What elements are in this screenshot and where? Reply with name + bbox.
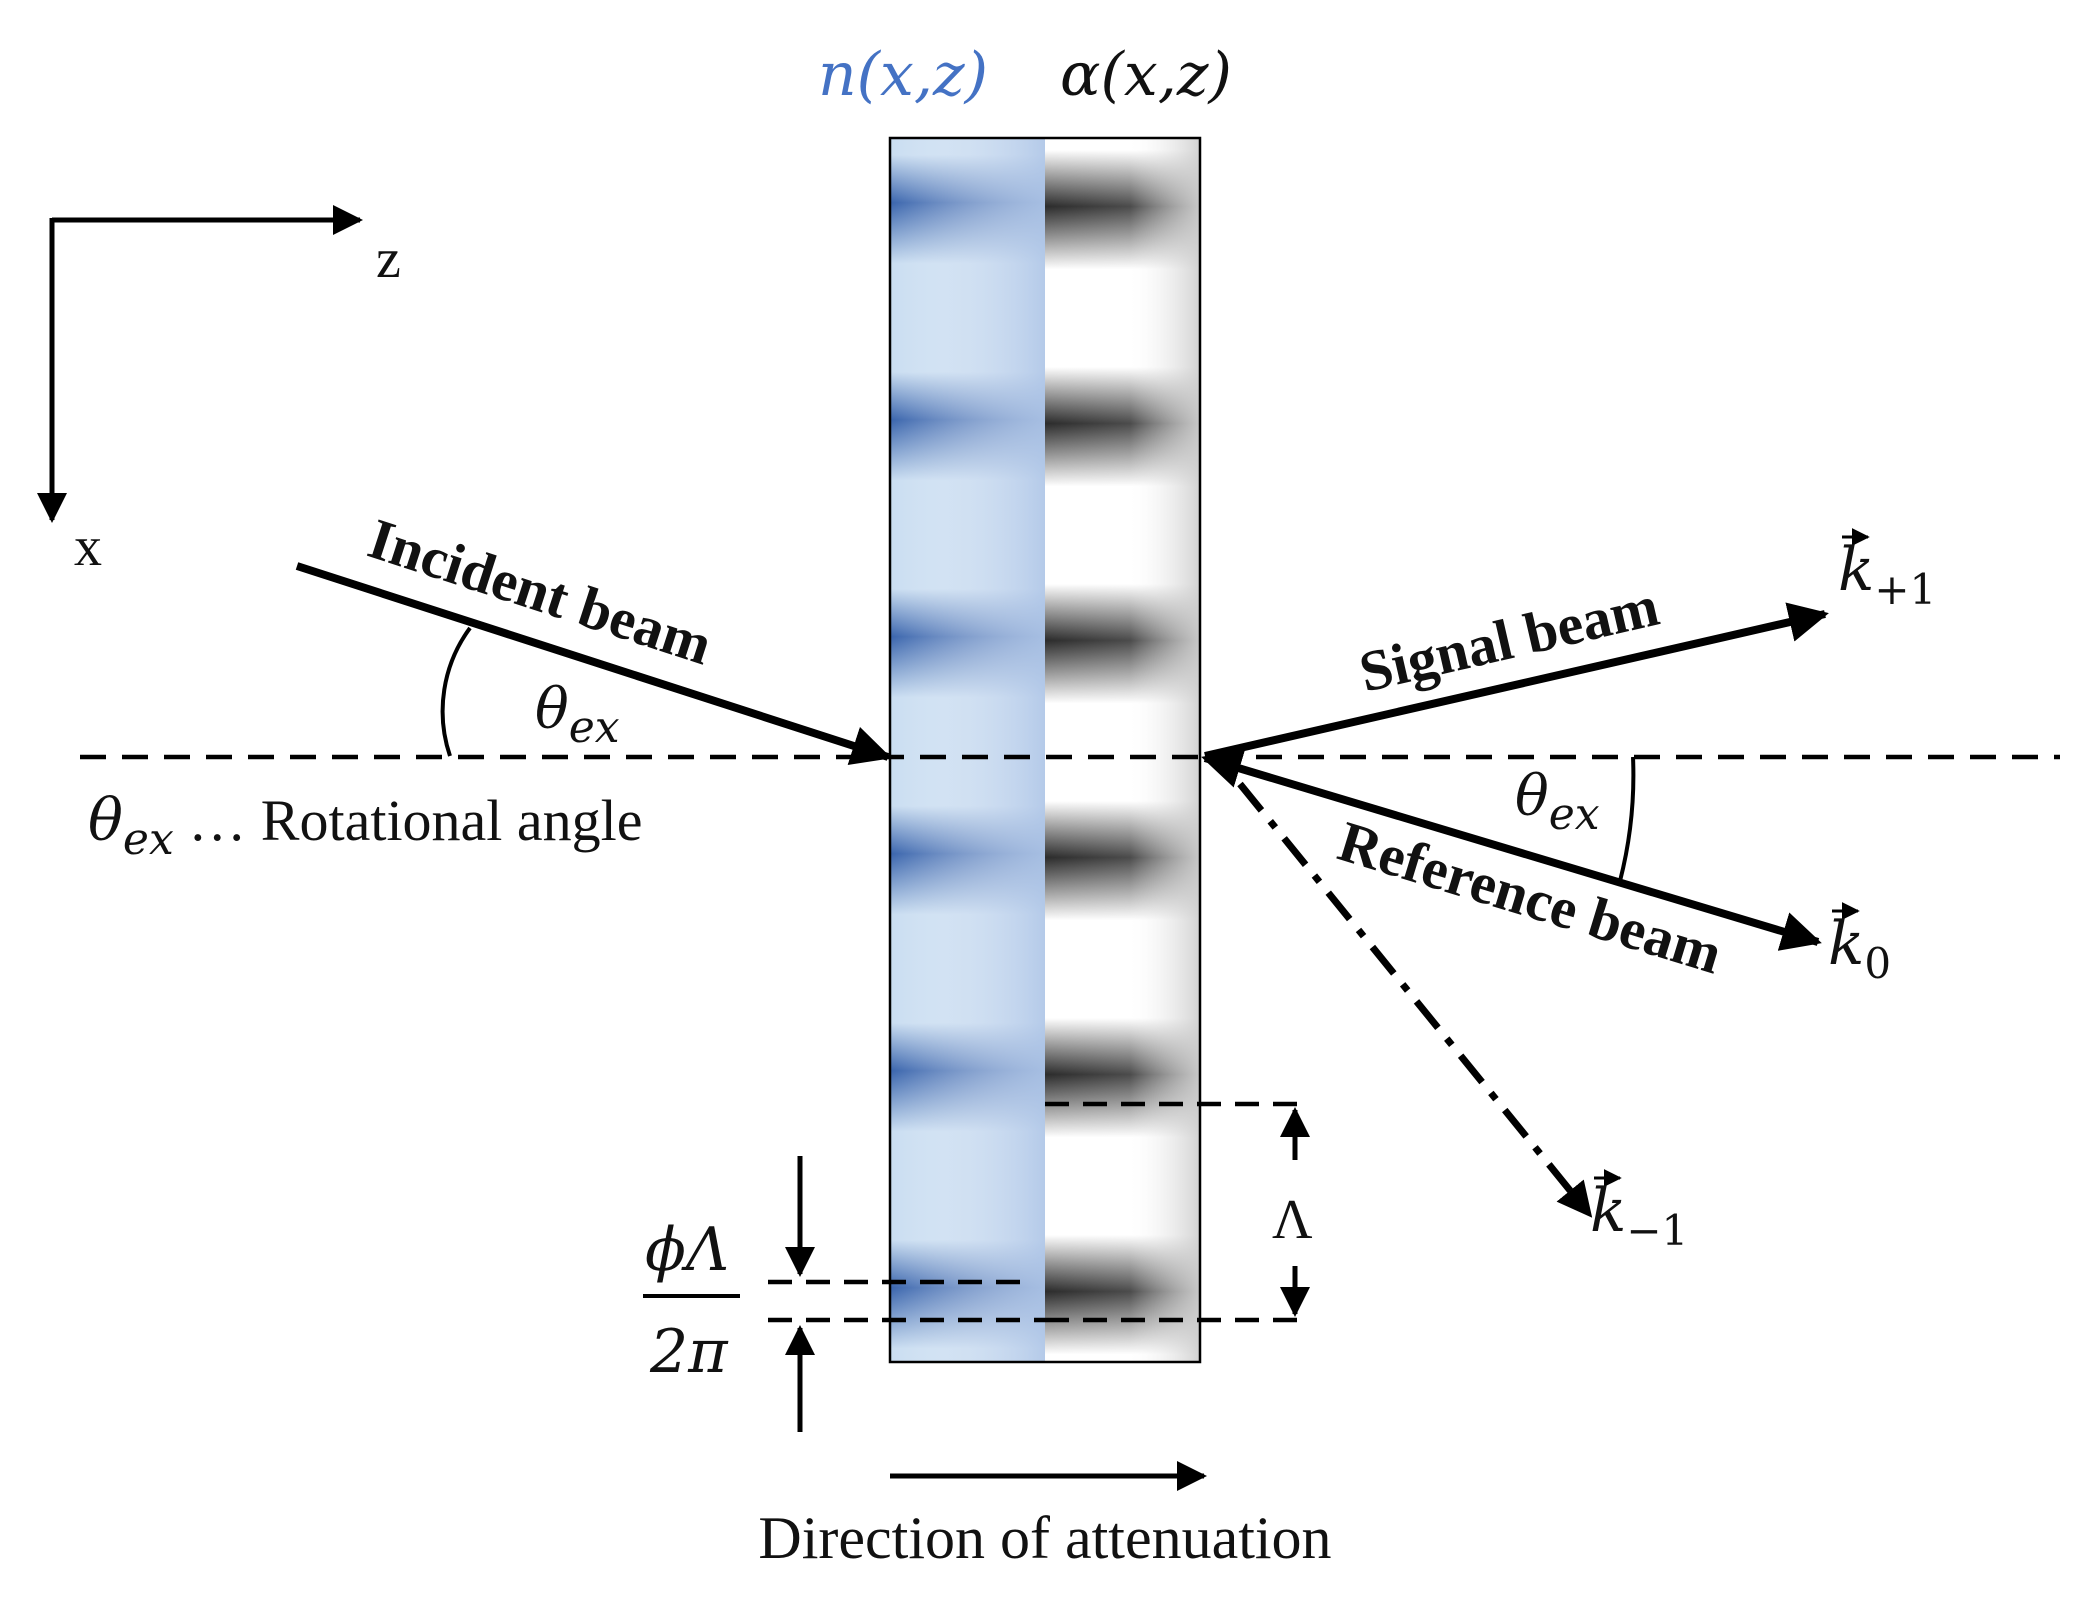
svg-text:k+1: k+1 <box>1838 535 1936 614</box>
phase-shift-numerator: ϕΛ <box>645 1215 729 1285</box>
incident-angle-arc <box>440 626 472 757</box>
rotational-angle-legend: θex … Rotational angle <box>88 786 643 865</box>
minus-first-order-arrow <box>1237 781 1593 1218</box>
coordinate-axes: z x <box>37 205 401 578</box>
absorption-label: α(x,z) <box>1060 40 1232 110</box>
svg-text:k−1: k−1 <box>1590 1176 1688 1255</box>
refractive-index-label: n(x,z) <box>818 40 988 110</box>
incident-angle-label: θex <box>535 677 620 753</box>
absorption-grating-shade <box>1045 138 1200 1362</box>
attenuation-direction-label: Direction of attenuation <box>758 1505 1331 1571</box>
reference-angle-label: θex <box>1515 764 1600 840</box>
k-minus-one-label: k−1 <box>1590 1169 1688 1255</box>
x-axis-label: x <box>74 516 102 578</box>
svg-text:k0: k0 <box>1828 909 1891 988</box>
signal-beam-arrow <box>1204 602 1829 760</box>
grating-slab <box>888 136 1202 1364</box>
incident-beam-label: Incident beam <box>361 506 720 678</box>
z-axis-label: z <box>376 228 401 290</box>
phase-shift-denominator: 2π <box>649 1317 729 1387</box>
index-grating-shade <box>890 138 1045 1362</box>
k-plus-one-label: k+1 <box>1838 528 1936 614</box>
grating-period-label: Λ <box>1272 1189 1313 1251</box>
reference-beam-arrow <box>1201 749 1822 951</box>
k-zero-label: k0 <box>1828 902 1891 988</box>
phase-shift-marker: ϕΛ 2π <box>643 1156 1045 1432</box>
incident-beam-arrow <box>295 562 892 765</box>
grating-period-marker: Λ <box>1045 1101 1313 1323</box>
reference-angle-arc <box>1618 756 1636 882</box>
